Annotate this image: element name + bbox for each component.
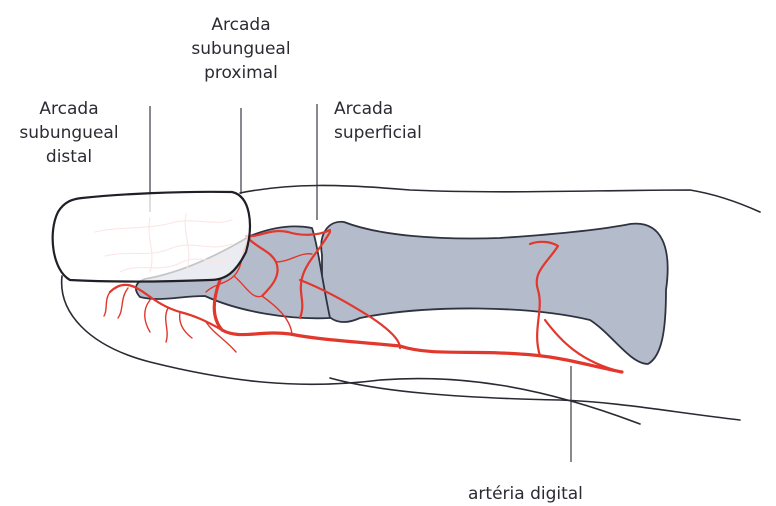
nail-plate: [53, 192, 250, 282]
finger-dorsal-contour: [240, 185, 760, 212]
label-superficial-arcade: Arcada superficial: [334, 97, 444, 145]
label-distal-line-1: Arcada: [10, 97, 128, 121]
finger-midline-contour: [330, 378, 740, 420]
label-proximal-line-3: proximal: [182, 61, 300, 85]
label-superficial-line-1: Arcada: [334, 97, 444, 121]
label-digital-line-1: artéria digital: [468, 482, 608, 506]
distal-tip-branch-5: [104, 292, 110, 316]
label-proximal-arcade: Arcada subungueal proximal: [182, 13, 300, 85]
distal-tip-branch-2: [145, 300, 150, 332]
distal-tip-branch-3: [118, 288, 128, 318]
label-proximal-line-2: subungueal: [182, 37, 300, 61]
label-proximal-line-1: Arcada: [182, 13, 300, 37]
label-distal-arcade: Arcada subungueal distal: [10, 97, 128, 169]
label-distal-line-3: distal: [10, 145, 128, 169]
label-digital-artery: artéria digital: [468, 482, 608, 506]
distal-tip-branch-6: [166, 308, 168, 342]
label-superficial-line-2: superficial: [334, 121, 444, 145]
label-distal-line-2: subungueal: [10, 121, 128, 145]
